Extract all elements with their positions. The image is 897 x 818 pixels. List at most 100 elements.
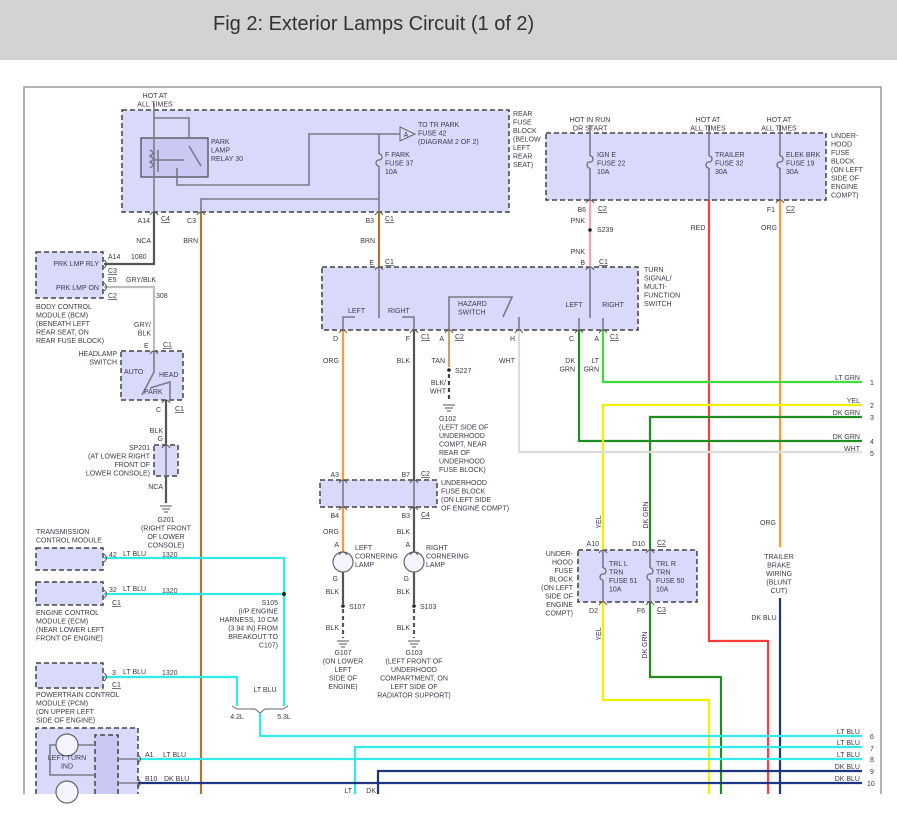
edge-wire-number: 2 xyxy=(870,403,874,410)
wire-label: TAN xyxy=(432,358,445,365)
edge-wire-number: 5 xyxy=(870,451,874,458)
wire-label: BRN xyxy=(360,238,375,245)
pin-label: E5 xyxy=(108,277,117,284)
splice-s227 xyxy=(447,368,451,372)
pin-label: A10 xyxy=(587,541,600,548)
wire-label: YEL xyxy=(596,515,603,528)
edge-wire-number: 1 xyxy=(870,380,874,387)
pin-label: A xyxy=(439,336,444,343)
wire-label: BLK xyxy=(150,428,164,435)
pin-label: B4 xyxy=(330,513,339,520)
pin-label: C xyxy=(156,407,161,414)
pin-label: C xyxy=(569,336,574,343)
wire-label: GRY/BLK xyxy=(126,277,157,284)
edge-wire-color: DK GRN xyxy=(833,410,860,417)
wire-dk-grn xyxy=(648,415,862,794)
wire-label: DK BLU xyxy=(164,776,189,783)
engine-control-module xyxy=(35,581,104,606)
pin-label: B10 xyxy=(145,776,158,783)
wire-label: LT BLU xyxy=(123,669,146,676)
pin-label: B6 xyxy=(577,207,586,214)
underhood-fuse-block-mid xyxy=(319,479,438,508)
powertrain-control-module xyxy=(35,662,104,689)
wire-label: NCA xyxy=(148,484,163,491)
wire-label: DK BLU xyxy=(751,615,776,622)
wire-label: BLK xyxy=(326,625,340,632)
connector-label: C1 xyxy=(599,259,608,266)
wire-label: BLK xyxy=(397,589,411,596)
connector-label: C2 xyxy=(657,540,666,547)
fuse-icon xyxy=(586,155,594,169)
connector-pin-icon xyxy=(775,199,785,204)
circuit-label: 1320 xyxy=(162,670,178,677)
wire-label: LT xyxy=(344,788,352,795)
connector-pin-icon xyxy=(585,199,595,204)
wire-label: RED xyxy=(691,225,706,232)
engine-option-label: 4.2L xyxy=(230,714,244,721)
pin-label: A xyxy=(405,542,410,549)
fuse-icons xyxy=(375,153,784,581)
connector-pin-icon xyxy=(137,778,141,788)
connector-pin-icon xyxy=(444,329,454,334)
connector-pin-icon xyxy=(103,282,107,292)
pin-label: F xyxy=(406,336,410,343)
wire-label: ORG xyxy=(760,520,776,527)
connector-pin-icon xyxy=(196,211,206,216)
splice-s105 xyxy=(282,592,286,596)
pin-label: G xyxy=(158,436,163,443)
splice-label: S239 xyxy=(597,227,613,234)
wire-label: PNK xyxy=(571,218,586,225)
left-cornering-lamp-icon xyxy=(332,551,354,573)
wire-blk xyxy=(341,330,416,604)
edge-wire-color: LT GRN xyxy=(835,375,860,382)
transmission-control-module xyxy=(35,547,104,571)
circuit-label: 1320 xyxy=(162,552,178,559)
ground-icon xyxy=(337,640,349,648)
pin-label: 3 xyxy=(112,670,116,677)
pin-label: E xyxy=(144,343,149,350)
splice-s239 xyxy=(588,228,592,232)
switch-position-label: AUTO xyxy=(124,369,144,376)
connector-pin-icon xyxy=(338,329,348,334)
connector-label: C1 xyxy=(112,682,121,689)
connector-label: C2 xyxy=(598,206,607,213)
wire-label: NCA xyxy=(136,238,151,245)
connector-label: C2 xyxy=(786,206,795,213)
connector-pin-icon xyxy=(338,506,348,511)
connector-pin-icon xyxy=(137,754,141,764)
internal-circuits xyxy=(49,103,781,776)
pin-label: D10 xyxy=(632,541,645,548)
wire-label: LT BLU xyxy=(123,586,146,593)
pin-label: D xyxy=(333,336,338,343)
edge-wire-number: 4 xyxy=(870,439,874,446)
wire-label: BLK/WHT xyxy=(430,380,447,396)
wire-nca xyxy=(104,212,156,266)
wire-label: ORG xyxy=(323,358,339,365)
connector-pin-icon xyxy=(645,601,655,606)
wire-gry-blk xyxy=(104,285,156,351)
pin-label: A1 xyxy=(145,752,154,759)
connector-pin-icon xyxy=(338,551,348,556)
left-turn-indicator-lamp-icon xyxy=(55,733,79,757)
wire-label: BRN xyxy=(183,238,198,245)
edge-wire-color: DK BLU xyxy=(835,776,860,783)
connector-pin-icon xyxy=(149,211,159,216)
wire-label: ORG xyxy=(323,529,339,536)
right-cornering-lamp-icon xyxy=(403,551,425,573)
wire-label: WHT xyxy=(499,358,516,365)
edge-wire-color: LT BLU xyxy=(837,752,860,759)
wire-label: LT BLU xyxy=(163,752,186,759)
connector-label: C3 xyxy=(657,607,666,614)
circuit-label: 308 xyxy=(156,293,168,300)
